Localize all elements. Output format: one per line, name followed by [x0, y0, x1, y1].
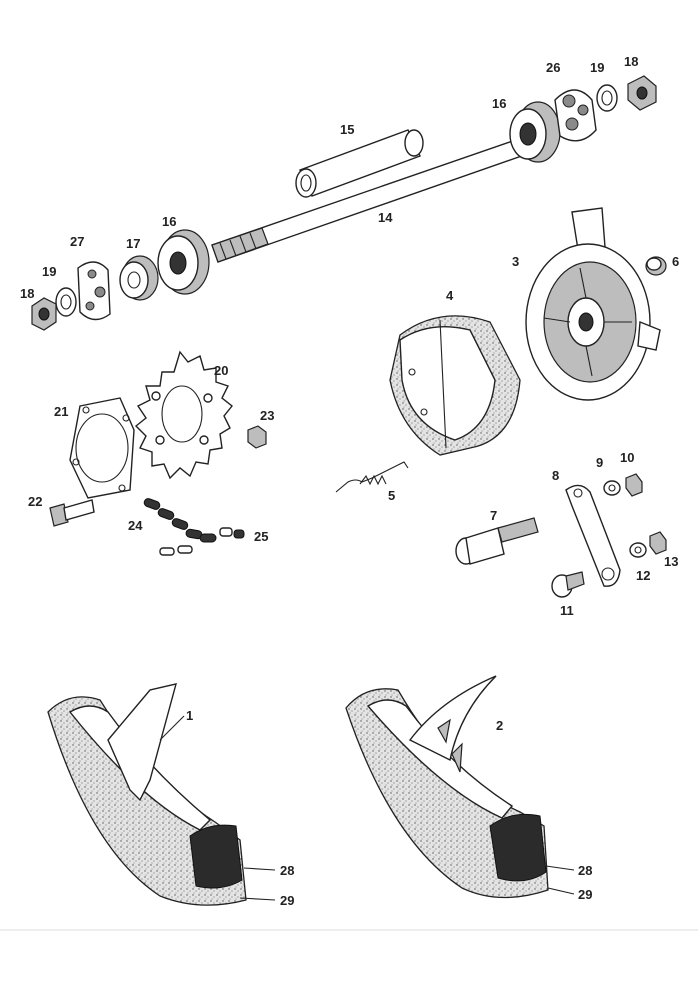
brake-shoes-part	[389, 315, 521, 456]
bearing-left-part	[157, 229, 210, 295]
label-20: 20	[214, 363, 228, 378]
master-link-part	[219, 527, 245, 539]
lever-nut-part	[625, 473, 643, 497]
label-28-left: 28	[280, 863, 294, 878]
nut-right-part	[627, 75, 657, 111]
label-10: 10	[620, 450, 634, 465]
lever-pin-part	[551, 571, 585, 598]
label-22: 22	[28, 494, 42, 509]
pin-nut-part	[649, 531, 667, 555]
label-21: 21	[54, 404, 68, 419]
spring-part	[335, 461, 409, 493]
label-11: 11	[560, 603, 574, 618]
brake-adjuster-plate-right-part	[554, 89, 597, 142]
label-6: 6	[672, 254, 679, 269]
label-24: 24	[128, 518, 143, 533]
label-26: 26	[546, 60, 560, 75]
label-17: 17	[126, 236, 140, 251]
label-29-right: 29	[578, 887, 592, 902]
chain-part	[143, 498, 217, 556]
label-1: 1	[186, 708, 193, 723]
lever-washer-part	[603, 480, 621, 496]
wheel-cast-section	[345, 675, 549, 899]
label-7: 7	[490, 508, 497, 523]
label-23: 23	[260, 408, 274, 423]
spacer-tube-part	[295, 129, 424, 198]
label-29-left: 29	[280, 893, 294, 908]
label-19-left: 19	[42, 264, 56, 279]
label-9: 9	[596, 455, 603, 470]
brake-backing-plate-part	[525, 207, 661, 401]
bearing-right-part	[509, 101, 561, 163]
spacer-left-part	[119, 255, 159, 301]
label-16-right: 16	[492, 96, 506, 111]
sprocket-bolt-part	[49, 499, 95, 527]
label-15: 15	[340, 122, 354, 137]
sprocket-part	[134, 350, 233, 480]
label-27: 27	[70, 234, 84, 249]
label-18-left: 18	[20, 286, 34, 301]
sprocket-nut-part	[247, 425, 267, 449]
leader-lines	[159, 715, 575, 901]
brake-cam-part	[455, 517, 539, 565]
label-13: 13	[664, 554, 678, 569]
label-16-left: 16	[162, 214, 176, 229]
label-25: 25	[254, 529, 268, 544]
label-3: 3	[512, 254, 519, 269]
gasket-part	[69, 397, 135, 499]
label-14: 14	[378, 210, 393, 225]
label-19-right: 19	[590, 60, 604, 75]
pin-washer-part	[629, 542, 647, 558]
wheel-spoked-section	[47, 683, 247, 906]
brake-lever-part	[565, 484, 621, 587]
label-5: 5	[388, 488, 395, 503]
label-12: 12	[636, 568, 650, 583]
axle-part	[211, 134, 537, 263]
label-18-right: 18	[624, 54, 638, 69]
label-28-right: 28	[578, 863, 592, 878]
adjuster-plate-left-part	[77, 261, 111, 321]
washer-left-part	[55, 287, 77, 317]
label-8: 8	[552, 468, 559, 483]
label-2: 2	[496, 718, 503, 733]
label-4: 4	[446, 288, 454, 303]
plug-part	[645, 256, 667, 276]
washer-right-part	[596, 84, 618, 112]
nut-left-part	[31, 297, 57, 331]
